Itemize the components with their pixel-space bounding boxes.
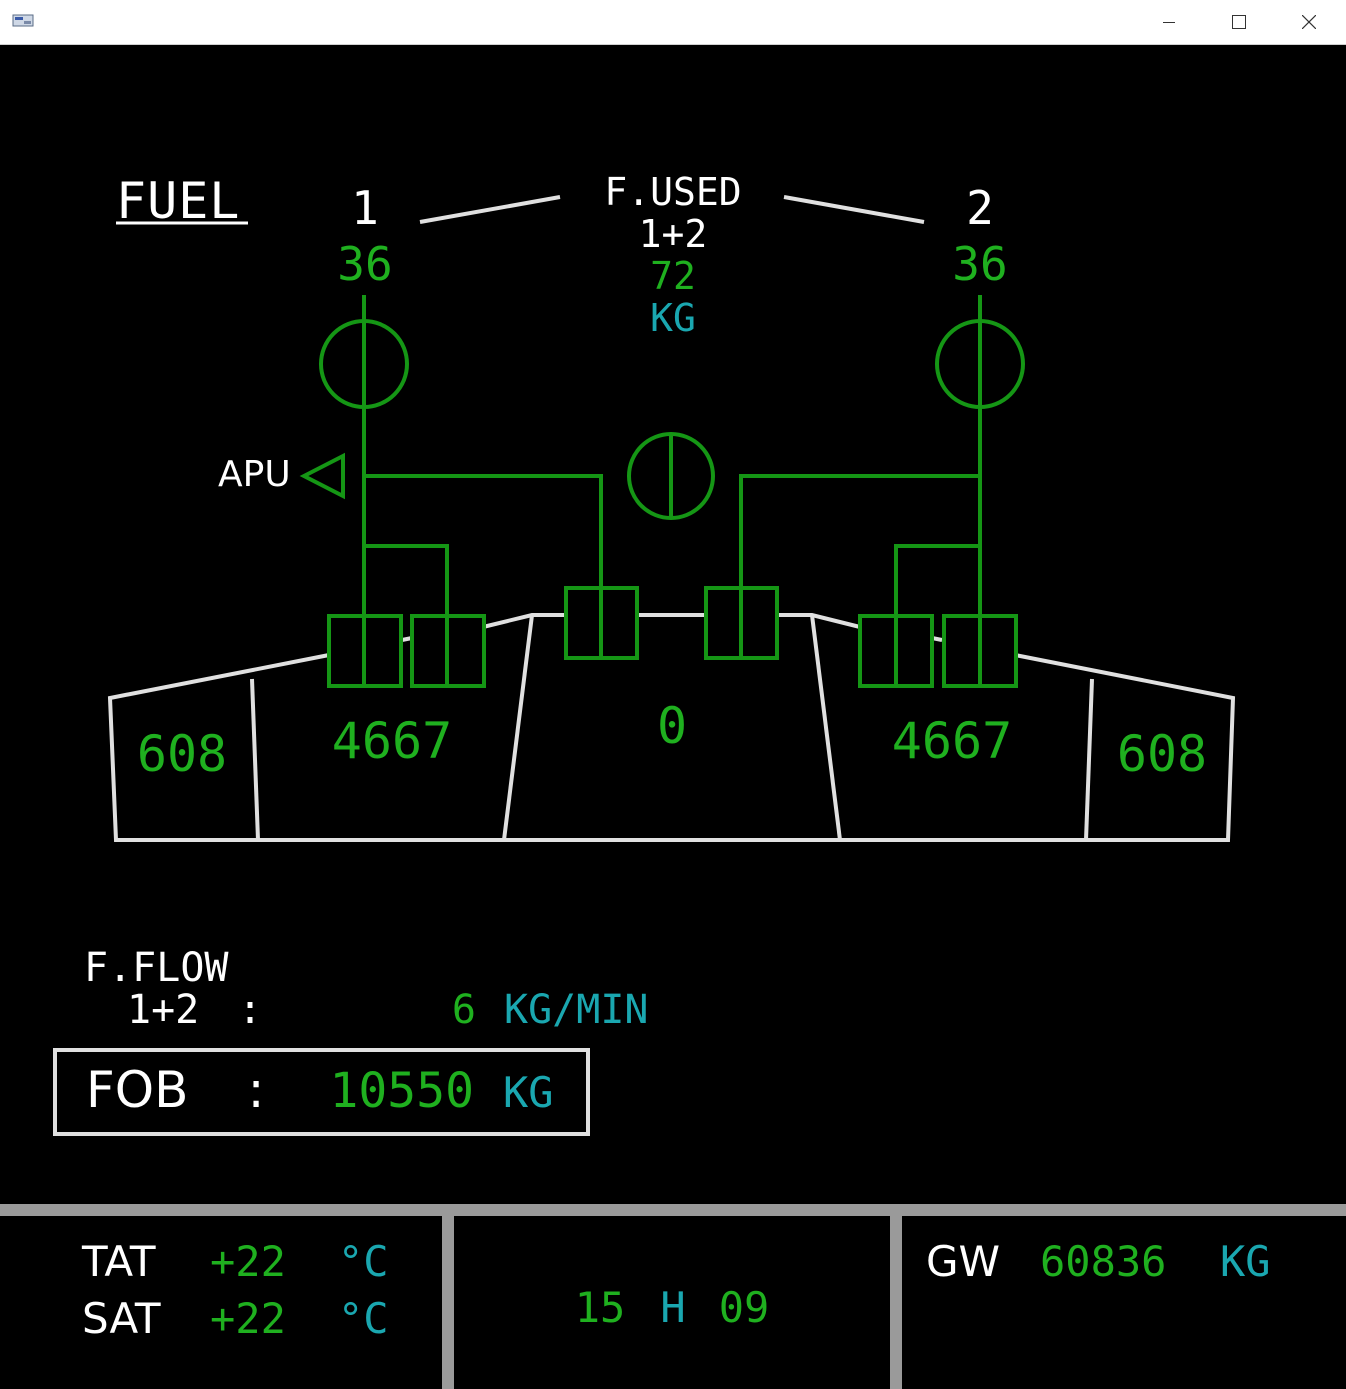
sat-label: SAT — [82, 1294, 161, 1343]
close-button[interactable] — [1286, 0, 1332, 44]
time-minutes: 09 — [719, 1283, 770, 1332]
right-inner-tank-qty: 4667 — [892, 712, 1012, 770]
time-hours: 15 — [575, 1283, 626, 1332]
fob-colon: : — [248, 1061, 265, 1119]
tat-label: TAT — [81, 1237, 156, 1286]
fuel-ecam-display: FUEL 1 2 36 36 F.USED 1+2 72 KG APU — [0, 170, 1346, 1389]
fused-right-bracket — [783, 195, 925, 224]
crossfeed-valve — [627, 432, 715, 520]
sat-value: +22 — [210, 1294, 286, 1343]
fflow-colon: : — [238, 987, 262, 1033]
fob-label: FOB — [86, 1061, 188, 1119]
fused-value: 72 — [650, 254, 696, 298]
apu-feed-triangle — [299, 452, 345, 500]
app-icon — [12, 14, 34, 27]
apu-label: APU — [218, 454, 291, 495]
fflow-value: 6 — [452, 987, 476, 1033]
engine-2-fuel-used: 36 — [952, 237, 1007, 291]
tat-unit: °C — [338, 1237, 389, 1286]
engine-2-lp-valve — [935, 319, 1025, 409]
fflow-sublabel: 1+2 — [127, 987, 199, 1033]
left-outer-tank-qty: 608 — [137, 725, 227, 783]
gw-value: 60836 — [1040, 1237, 1166, 1286]
engine-2-label: 2 — [966, 181, 994, 235]
gw-label: GW — [926, 1237, 1000, 1286]
center-tank-qty: 0 — [657, 697, 687, 755]
fflow-label: F.FLOW — [84, 945, 229, 991]
fuel-pumps — [327, 586, 1018, 688]
engine-1-fuel-used: 36 — [337, 237, 392, 291]
engine-1-lp-valve — [319, 319, 409, 409]
left-inner-tank-qty: 4667 — [332, 712, 452, 770]
minimize-icon — [1163, 22, 1175, 23]
fob-value: 10550 — [330, 1063, 475, 1119]
maximize-button[interactable] — [1216, 0, 1262, 44]
maximize-icon — [1232, 15, 1246, 29]
engine-1-label: 1 — [351, 181, 379, 235]
fused-label: F.USED — [604, 170, 741, 214]
tat-value: +22 — [210, 1237, 286, 1286]
time-separator: H — [660, 1283, 685, 1332]
fused-unit: KG — [650, 296, 696, 340]
status-panel-dividers — [0, 1204, 1346, 1389]
close-icon — [1302, 15, 1316, 29]
fflow-unit: KG/MIN — [504, 987, 649, 1033]
minimize-button[interactable] — [1146, 0, 1192, 44]
right-outer-tank-qty: 608 — [1117, 725, 1207, 783]
gw-unit: KG — [1220, 1237, 1271, 1286]
fob-box — [53, 1048, 590, 1136]
sat-unit: °C — [338, 1294, 389, 1343]
fused-sublabel: 1+2 — [639, 212, 708, 256]
fused-left-bracket — [419, 195, 561, 224]
page-title: FUEL — [116, 172, 240, 230]
tank-outline — [107, 613, 1236, 842]
title-bar — [0, 0, 1346, 45]
fob-unit: KG — [503, 1068, 554, 1117]
